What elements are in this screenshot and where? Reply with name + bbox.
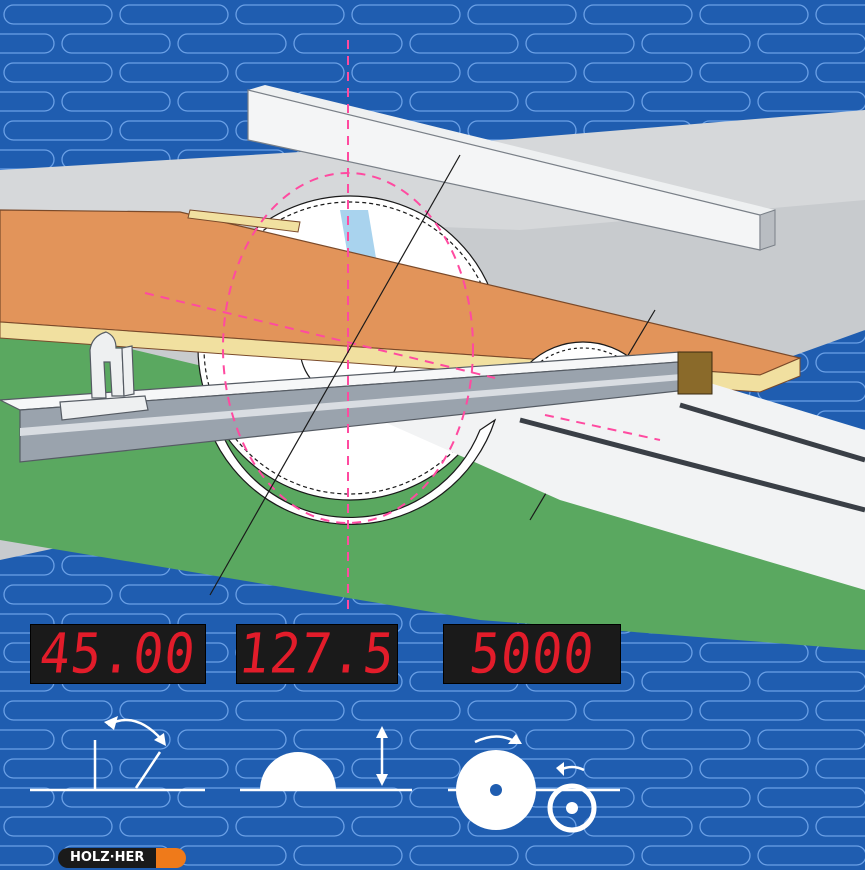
brand-name: HOLZ·HER (58, 848, 157, 868)
axis-lines (209, 154, 461, 596)
blade-height-icon (240, 726, 412, 792)
hold-down-clamp (59, 331, 149, 421)
main-blade-lower (208, 418, 497, 525)
blade-speed-icon (448, 734, 620, 833)
blade-height-readout: 127.5 (235, 622, 399, 686)
blade-tilt-angle-icon (30, 716, 205, 792)
carriage-rail-stripe (20, 372, 706, 436)
table-groove-2 (679, 402, 865, 463)
sliding-table (380, 380, 865, 590)
fence-end-stop (677, 351, 713, 395)
rip-fence-side (759, 209, 776, 251)
blade-speed-value: 5000 (466, 622, 598, 686)
brand-accent (156, 848, 187, 868)
rip-fence-top (248, 85, 775, 215)
tilt-angle-value: 45.00 (36, 622, 200, 686)
brand-logo: HOLZ·HER (58, 848, 187, 868)
blade-height-value: 127.5 (235, 622, 399, 686)
tilt-angle-readout: 45.00 (30, 622, 206, 686)
table-groove-1 (519, 417, 865, 513)
blade-speed-readout: 5000 (443, 622, 621, 686)
guide-lines (144, 40, 661, 615)
